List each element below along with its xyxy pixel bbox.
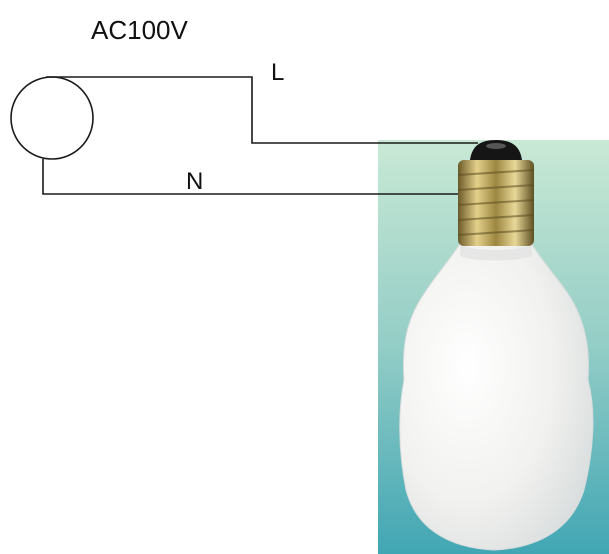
source-label: AC100V [91, 15, 188, 45]
light-bulb-icon [399, 140, 594, 551]
ac-source-symbol [10, 76, 94, 160]
bulb-neck-shade [460, 244, 532, 261]
neutral-wire [42, 159, 458, 195]
bulb-glass [399, 243, 594, 551]
bulb-contact-highlight [486, 143, 506, 149]
live-wire-label: L [271, 59, 284, 86]
live-wire [46, 76, 478, 144]
neutral-wire-label: N [186, 168, 203, 195]
bulb-contact-tip [470, 140, 522, 160]
screw-threads [457, 169, 535, 236]
